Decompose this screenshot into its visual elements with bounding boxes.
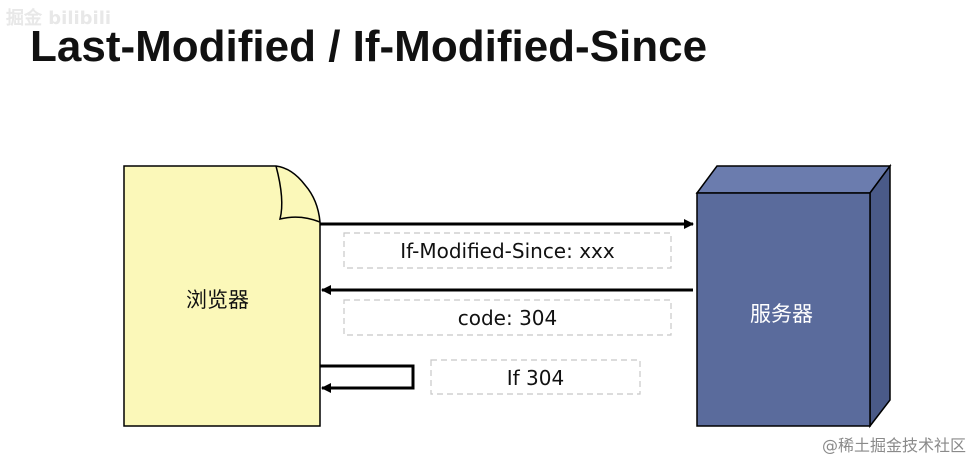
self-label-box (430, 359, 641, 395)
server-side-face (869, 163, 891, 429)
server-front-face (696, 192, 871, 427)
response-label-box (343, 299, 672, 336)
self-loop-arrow (320, 364, 415, 393)
server-node (695, 163, 892, 429)
request-label-box (343, 232, 672, 269)
browser-document-fold (275, 165, 321, 223)
browser-label: 浏览器 (186, 288, 249, 312)
page-title: Last-Modified / If-Modified-Since (30, 22, 708, 71)
server-label: 服务器 (750, 302, 813, 326)
watermark-bottom: @稀土掘金技术社区 (821, 436, 966, 455)
server-top-face (695, 165, 892, 194)
response-label: code: 304 (457, 306, 558, 330)
self-label: If 304 (506, 366, 565, 390)
request-label: If-Modified-Since: xxx (400, 239, 615, 263)
watermark-top: 掘金 bilibili (6, 8, 112, 29)
browser-node (123, 165, 321, 427)
